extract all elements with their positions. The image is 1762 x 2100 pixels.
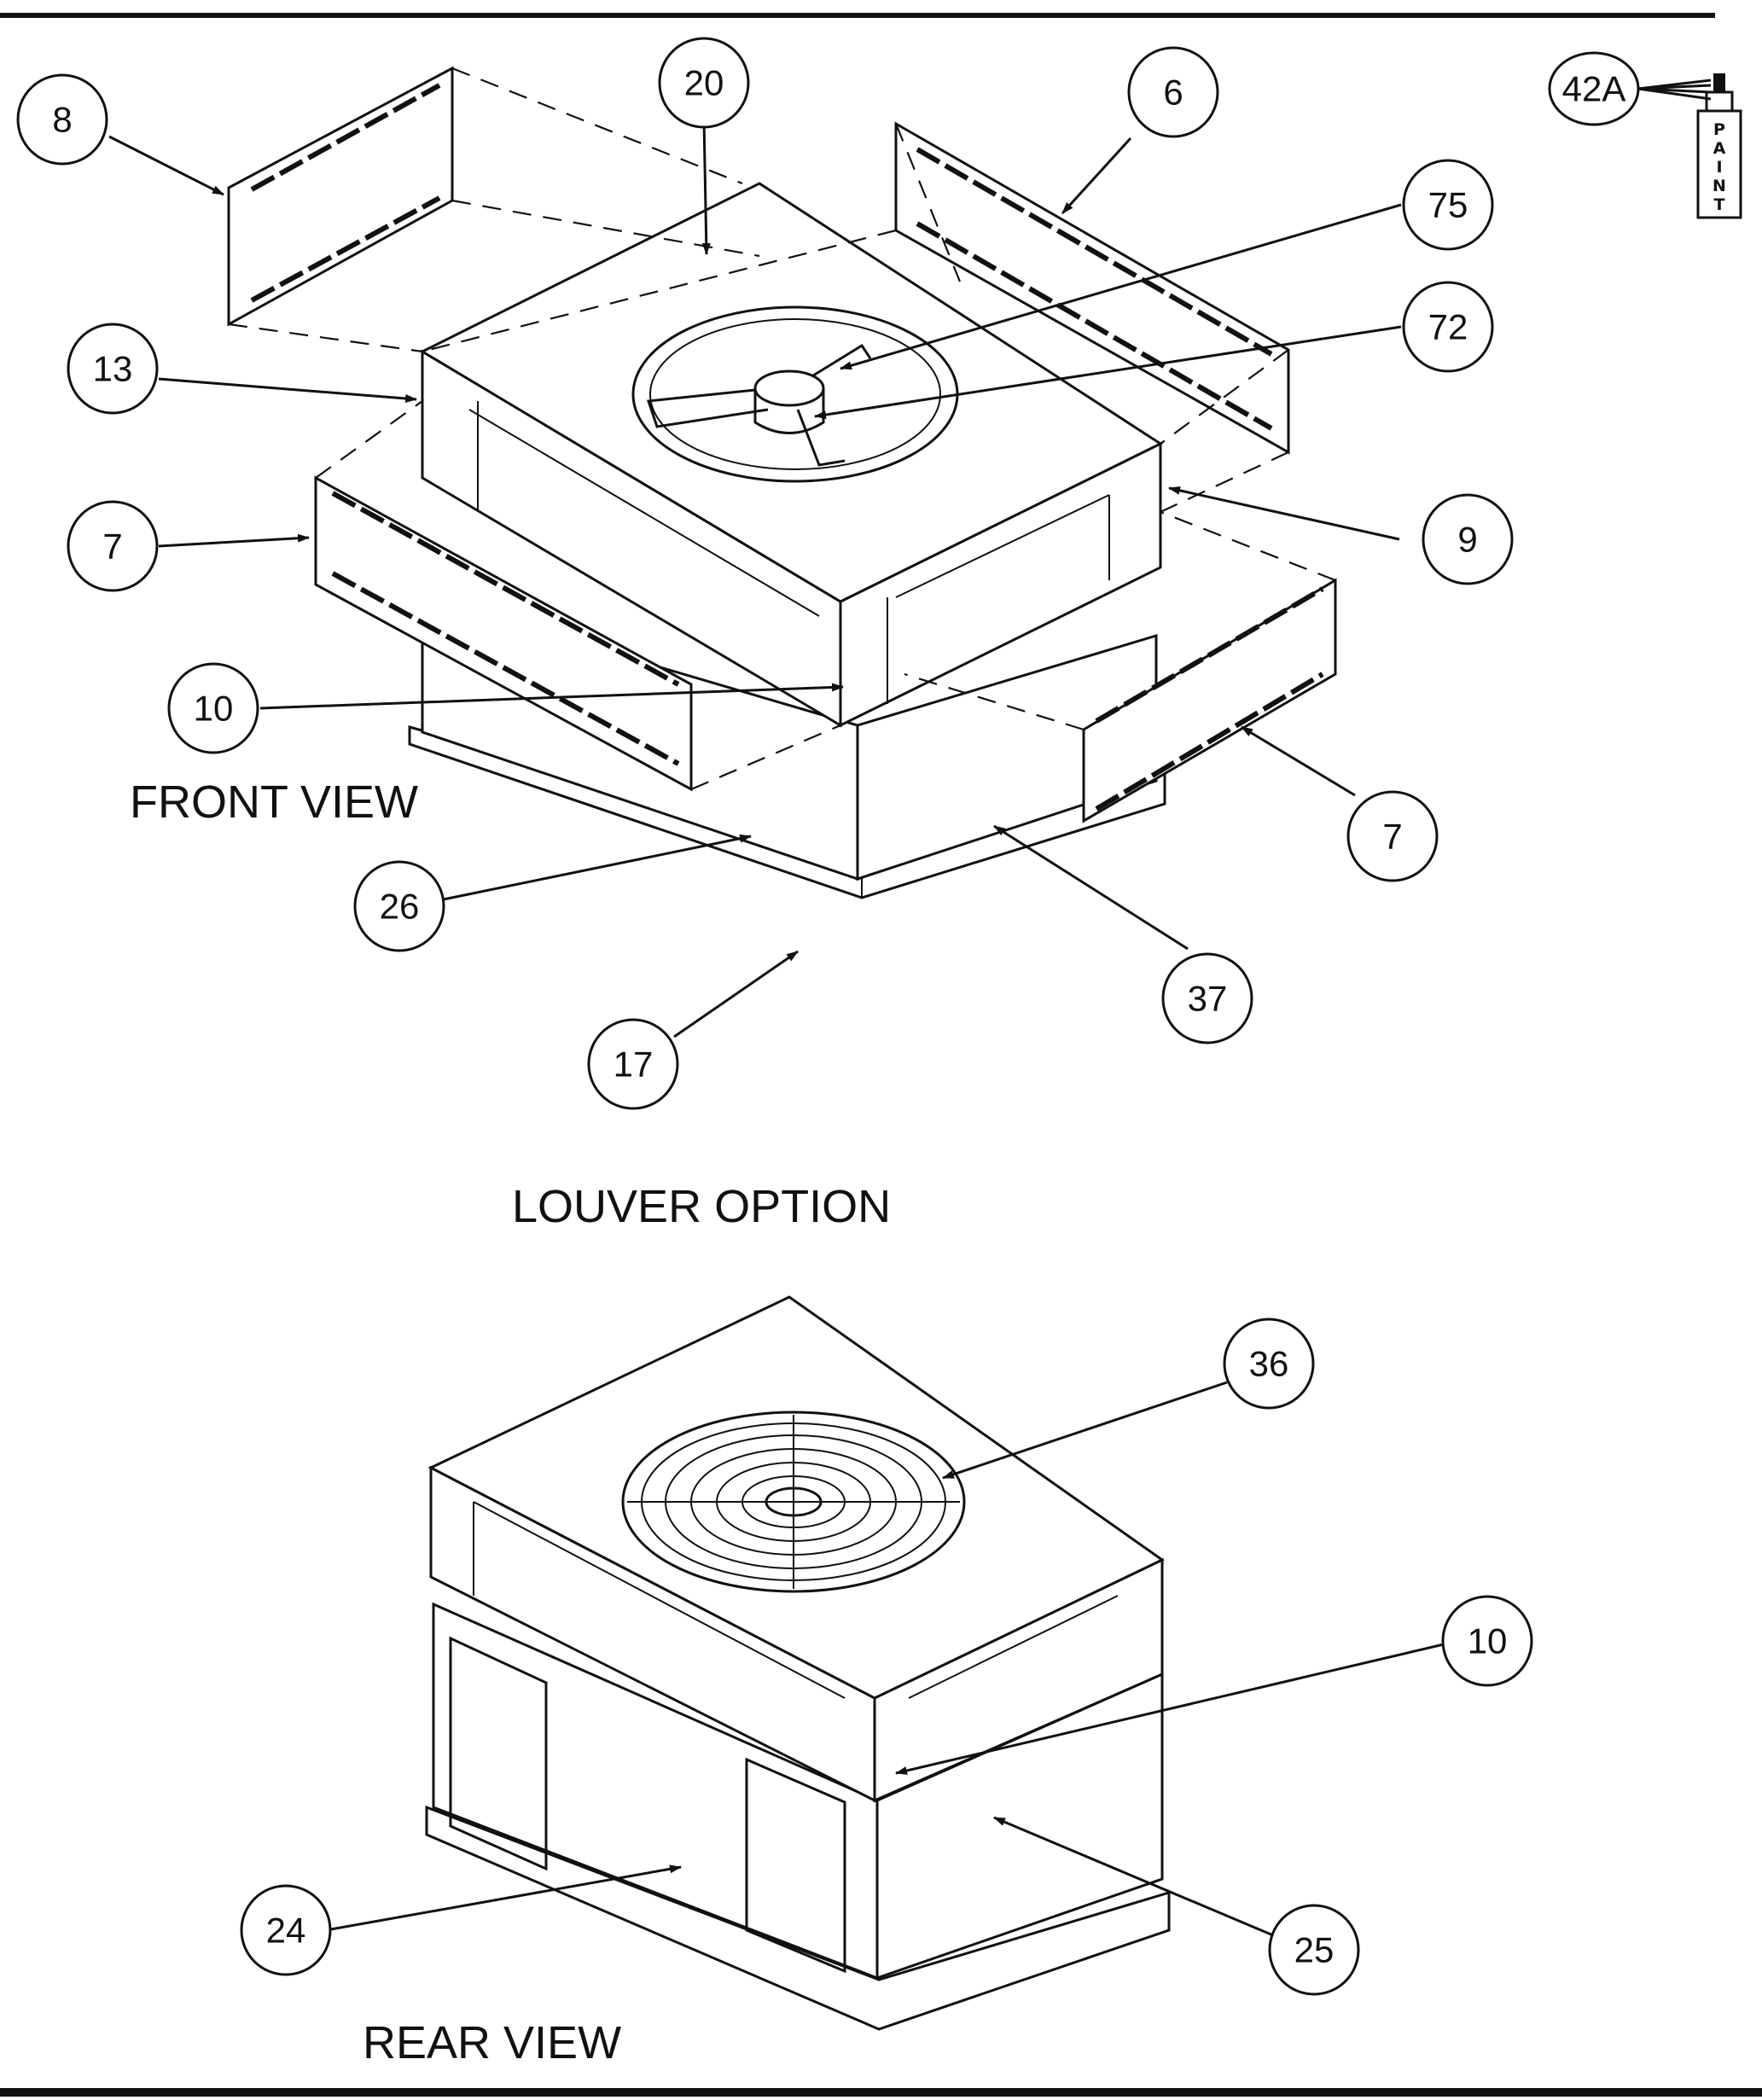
callout-17-label: 17 [614, 1044, 654, 1085]
callout-6 [1127, 46, 1219, 138]
louver-panel-8 [227, 66, 454, 327]
callout-13 [67, 323, 159, 415]
rear-view-caption: REAR VIEW [363, 2017, 621, 2068]
callout-42a-label: 42A [1562, 69, 1626, 109]
callout-25 [1268, 1904, 1360, 1996]
callout-24-label: 24 [266, 1911, 306, 1951]
callout-7-left [67, 500, 159, 592]
paint-letter: N [1713, 177, 1726, 195]
paint-letter: T [1714, 195, 1725, 214]
fan-guard [621, 1411, 966, 1593]
callout-20 [658, 37, 750, 129]
callout-8-label: 8 [52, 100, 72, 140]
callout-72-label: 72 [1428, 307, 1468, 347]
callout-17 [587, 1018, 679, 1110]
callout-36 [1223, 1318, 1315, 1410]
callout-10-front [167, 662, 259, 754]
callout-7-right [1346, 790, 1439, 882]
callout-37 [1161, 952, 1253, 1044]
fan-motor [753, 369, 825, 407]
front-unit [227, 66, 1337, 899]
paint-can-icon: P A I N T [1696, 73, 1742, 219]
callout-8 [16, 73, 108, 166]
callout-13-label: 13 [93, 349, 133, 389]
callout-7-left-label: 7 [102, 526, 122, 567]
callout-20-label: 20 [684, 63, 724, 103]
fan-blade [646, 343, 872, 467]
callout-9 [1422, 493, 1514, 585]
front-view-caption: FRONT VIEW [130, 777, 418, 828]
callout-72 [1402, 281, 1494, 373]
rear-opening-right [745, 1757, 846, 1974]
callout-7-right-label: 7 [1382, 817, 1402, 857]
callout-6-label: 6 [1163, 73, 1183, 113]
callout-37-label: 37 [1188, 979, 1228, 1019]
callouts: 8 20 6 75 72 13 7 9 10 7 26 37 17 36 10 … [16, 37, 1533, 1996]
paint-letter: A [1713, 139, 1726, 158]
callout-42a [1548, 51, 1640, 126]
callout-10-front-label: 10 [194, 689, 234, 729]
rear-opening-left [449, 1636, 548, 1871]
louver-option-caption: LOUVER OPTION [512, 1181, 891, 1232]
callout-26-label: 26 [380, 887, 420, 927]
paint-letter: P [1713, 120, 1725, 139]
callout-10-rear [1441, 1595, 1533, 1687]
callout-36-label: 36 [1249, 1344, 1289, 1384]
callout-24 [240, 1884, 332, 1976]
callout-9-label: 9 [1457, 520, 1477, 560]
leader-lines [108, 119, 1445, 1937]
callout-75-label: 75 [1428, 185, 1468, 225]
callout-10-rear-label: 10 [1468, 1621, 1508, 1661]
rear-base-pan [425, 1805, 1171, 2031]
rear-unit [425, 1295, 1171, 2031]
paint-letter: I [1716, 158, 1722, 177]
callout-25-label: 25 [1294, 1930, 1335, 1970]
callout-26 [353, 860, 445, 952]
lower-right-panel [856, 633, 1158, 881]
callout-75 [1402, 159, 1494, 251]
